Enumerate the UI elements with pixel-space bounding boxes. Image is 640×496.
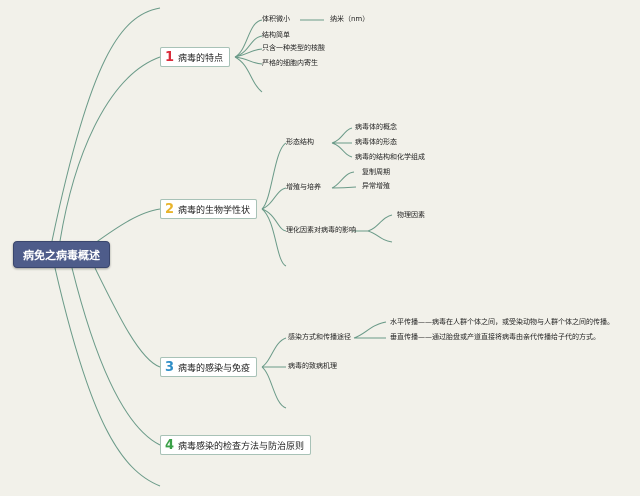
b3-trans-item-horizontal[interactable]: 水平传播——病毒在人群个体之间，或受染动物与人群个体之间的传播。 bbox=[390, 318, 614, 326]
b2-growth[interactable]: 增殖与培养 bbox=[286, 183, 321, 191]
branch-3-number: 3 bbox=[165, 359, 175, 375]
b1-item-structure[interactable]: 结构简单 bbox=[262, 31, 290, 39]
branch-2-node[interactable]: 2 病毒的生物学性状 bbox=[160, 199, 258, 219]
branch-2-number: 2 bbox=[165, 201, 175, 217]
branch-4-node[interactable]: 4 病毒感染的检查方法与防治原则 bbox=[160, 435, 312, 455]
b2-physchem-item-physical[interactable]: 物理因素 bbox=[397, 211, 425, 219]
branch-1-label: 病毒的特点 bbox=[178, 53, 224, 64]
b1-item-parasite[interactable]: 严格的细胞内寄生 bbox=[262, 59, 318, 67]
b2-growth-item-abnormal[interactable]: 异常增殖 bbox=[362, 182, 390, 190]
b2-growth-item-cycle[interactable]: 复制周期 bbox=[362, 168, 390, 176]
b2-morph-item-concept[interactable]: 病毒体的概念 bbox=[355, 123, 397, 131]
b1-item-size[interactable]: 体积微小 bbox=[262, 15, 290, 23]
branch-3-label: 病毒的感染与免疫 bbox=[178, 363, 251, 374]
b3-pathogenesis[interactable]: 病毒的致病机理 bbox=[288, 362, 337, 370]
b2-morph-item-composition[interactable]: 病毒的结构和化学组成 bbox=[355, 153, 425, 161]
branch-4-label: 病毒感染的检查方法与防治原则 bbox=[178, 441, 305, 452]
b3-transmission[interactable]: 感染方式和传播途径 bbox=[288, 333, 351, 341]
b3-trans-item-vertical[interactable]: 垂直传播——通过胎盘或产道直接将病毒由亲代传播给子代的方式。 bbox=[390, 333, 600, 341]
branch-1-node[interactable]: 1 病毒的特点 bbox=[160, 47, 231, 67]
branch-2-label: 病毒的生物学性状 bbox=[178, 205, 251, 216]
branch-1-number: 1 bbox=[165, 49, 175, 65]
b2-physchem[interactable]: 理化因素对病毒的影响 bbox=[286, 226, 356, 234]
branch-3-node[interactable]: 3 病毒的感染与免疫 bbox=[160, 357, 258, 377]
b2-morphology[interactable]: 形态结构 bbox=[286, 138, 314, 146]
b2-morph-item-shape[interactable]: 病毒体的形态 bbox=[355, 138, 397, 146]
b1-item-nucleic[interactable]: 只含一种类型的核酸 bbox=[262, 44, 325, 52]
root-node[interactable]: 病免之病毒概述 bbox=[13, 241, 110, 268]
b1-unit-nm[interactable]: 纳米（nm） bbox=[330, 15, 370, 23]
branch-4-number: 4 bbox=[165, 437, 175, 453]
